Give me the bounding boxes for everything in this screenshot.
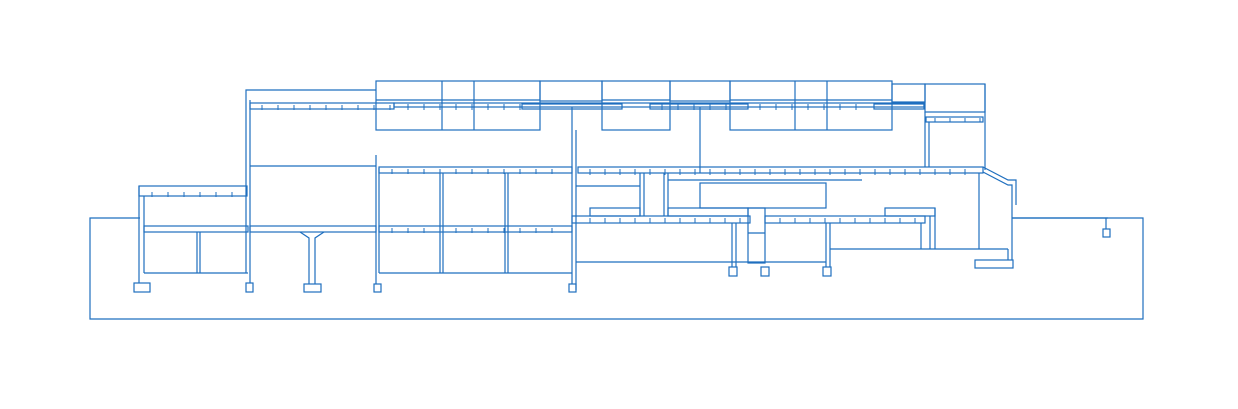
centre-left-floors <box>373 155 573 293</box>
central-column <box>568 107 577 293</box>
left-wing <box>133 185 249 293</box>
site-outline <box>89 217 1144 320</box>
roof-volumes <box>375 80 986 170</box>
roof-slab <box>393 102 984 123</box>
floor-joist-markers <box>151 104 981 233</box>
right-end-block <box>924 112 1111 269</box>
centre-right-floors <box>571 107 1008 277</box>
main-block-left <box>245 89 395 293</box>
